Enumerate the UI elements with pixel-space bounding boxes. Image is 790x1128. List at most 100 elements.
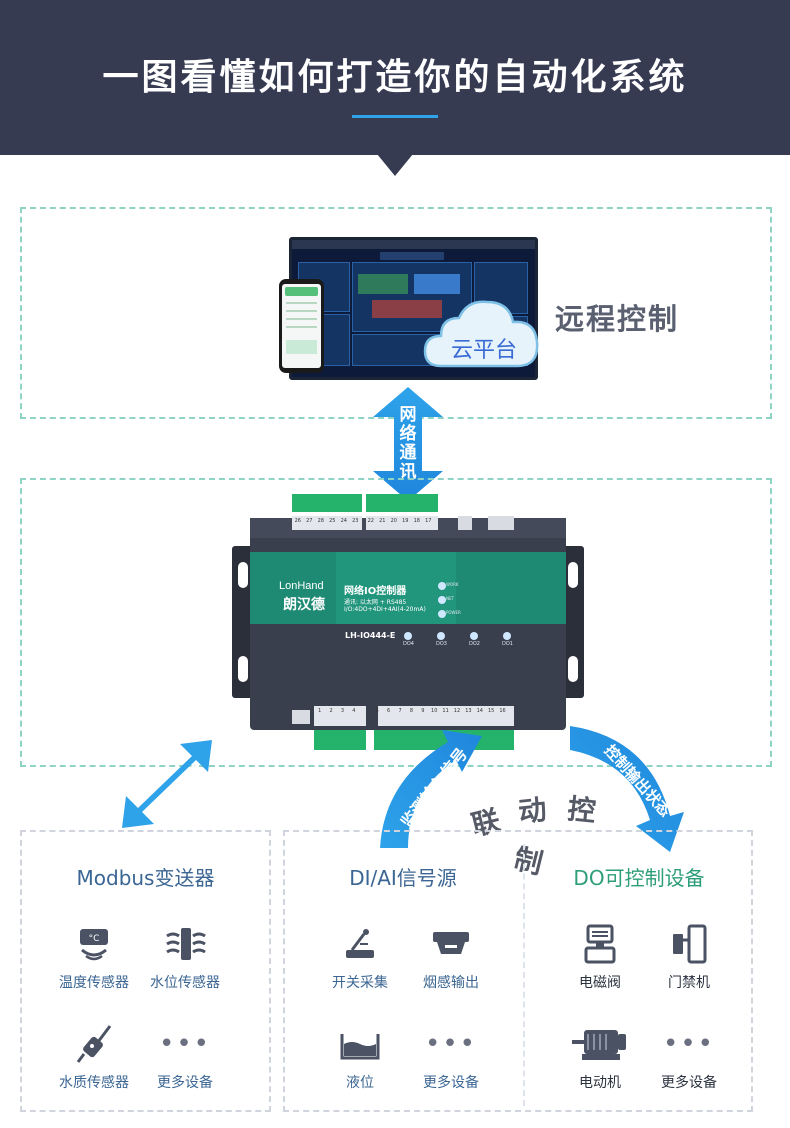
rs485-communication-arrow	[122, 740, 212, 828]
cloud-platform-icon	[423, 300, 539, 368]
water-level-sensor-item: 水位传感器	[137, 922, 233, 992]
more-icon: •••	[158, 1029, 211, 1059]
water-level-sensor-label: 水位传感器	[150, 975, 220, 991]
modbus-section-title: Modbus变送器	[76, 866, 215, 890]
device-spec-line-2: I/O:4DO+4DI+4AI(4-20mA)	[344, 606, 426, 613]
motor-label: 电动机	[579, 1075, 621, 1091]
top-terminal-label: 18	[413, 518, 420, 524]
top-terminal-label: 22	[367, 518, 374, 524]
smoke-detector-item: 烟感输出	[403, 922, 499, 992]
header-banner: 一图看懂如何打造你的自动化系统	[0, 0, 790, 155]
solenoid-valve-icon	[584, 924, 616, 964]
diai-more-label: 更多设备	[423, 1075, 479, 1091]
io-controller-device	[232, 494, 584, 750]
bottom-terminal-label: 13	[465, 708, 472, 714]
device-brand-cn: 朗汉德	[283, 597, 325, 613]
device-brand: LonHand	[279, 580, 324, 592]
remote-control-label: 远程控制	[555, 302, 680, 336]
top-terminal-label: 17	[425, 518, 432, 524]
water-level-sensor-icon	[166, 928, 206, 960]
section-divider	[523, 844, 525, 1106]
signal-flow-arrows	[380, 726, 684, 852]
top-terminal-label: 23	[352, 518, 359, 524]
water-quality-sensor-item: 水质传感器	[46, 1022, 142, 1092]
io-section-box	[283, 830, 753, 1112]
bottom-terminal-label: 10	[431, 708, 438, 714]
liquid-level-label: 液位	[346, 1075, 374, 1091]
indicator-power-label: POWER	[446, 610, 461, 615]
motor-icon	[572, 1030, 626, 1060]
do1-led-label: DO1	[502, 641, 513, 647]
bottom-terminal-label: 16	[499, 708, 506, 714]
bottom-terminal-label: 6	[387, 708, 391, 714]
device-spec-line-1: 通讯: 以太网 + RS485	[344, 599, 407, 606]
thermometer-sensor-icon: °C	[80, 929, 108, 961]
top-terminal-label: 26	[294, 518, 301, 524]
device-product-name: 网络IO控制器	[344, 586, 407, 597]
phone-app-image	[279, 279, 324, 373]
bottom-terminal-label: 9	[421, 708, 425, 714]
water-quality-probe-icon	[76, 1025, 112, 1063]
svg-text:°C: °C	[89, 934, 100, 944]
top-terminal-label: 28	[317, 518, 324, 524]
access-control-icon	[673, 924, 707, 964]
modbus-more-label: 更多设备	[157, 1075, 213, 1091]
access-control-item: 门禁机	[641, 922, 737, 992]
bottom-terminal-label: 14	[476, 708, 483, 714]
smoke-detector-label: 烟感输出	[423, 975, 479, 991]
top-terminal-label: 21	[379, 518, 386, 524]
bottom-terminal-label: 1	[318, 708, 322, 714]
network-arrow-label: 网络通讯	[399, 405, 417, 482]
do-section-title: DO可控制设备	[573, 866, 705, 890]
solenoid-valve-item: 电磁阀	[552, 922, 648, 992]
bottom-terminal-label: 4	[352, 708, 356, 714]
do3-led-label: DO3	[436, 641, 447, 647]
diai-more-item: ••• 更多设备	[403, 1022, 499, 1092]
cloud-label: 云平台	[450, 338, 517, 363]
linkage-char-2: 动	[516, 792, 554, 829]
motor-item: 电动机	[552, 1022, 648, 1092]
do-more-label: 更多设备	[661, 1075, 717, 1091]
temperature-sensor-label: 温度传感器	[59, 975, 129, 991]
switch-input-label: 开关采集	[332, 975, 388, 991]
liquid-level-item: 液位	[312, 1022, 408, 1092]
linkage-char-3: 控	[565, 792, 604, 829]
more-icon: •••	[662, 1029, 715, 1059]
modbus-more-item: ••• 更多设备	[137, 1022, 233, 1092]
top-terminal-label: 27	[306, 518, 313, 524]
switch-input-item: 开关采集	[312, 922, 408, 992]
bottom-terminal-label: 15	[487, 708, 495, 714]
modbus-section-box	[20, 830, 271, 1112]
temperature-sensor-item: °C 温度传感器	[46, 922, 142, 992]
header-pointer	[377, 154, 413, 176]
bottom-terminal-label: 11	[442, 708, 449, 714]
do2-led-label: DO2	[469, 641, 480, 647]
more-icon: •••	[424, 1029, 477, 1059]
device-model: LH-IO444-E	[345, 631, 396, 640]
switch-icon	[346, 929, 374, 958]
do-more-item: ••• 更多设备	[641, 1022, 737, 1092]
bottom-terminal-label: 7	[398, 708, 402, 714]
water-quality-sensor-label: 水质传感器	[59, 1075, 129, 1091]
solenoid-valve-label: 电磁阀	[579, 975, 621, 991]
bottom-terminal-label: 2	[329, 708, 333, 714]
top-terminal-label: 20	[390, 518, 397, 524]
device-section-box	[20, 478, 772, 767]
title-underline	[352, 115, 438, 118]
bottom-terminal-label: 3	[340, 708, 345, 714]
top-terminal-label: 24	[340, 518, 347, 524]
do4-led-label: DO4	[403, 641, 414, 647]
page-title: 一图看懂如何打造你的自动化系统	[102, 57, 688, 98]
indicator-net-label: NET	[446, 596, 454, 601]
bottom-terminal-label: 8	[409, 708, 414, 714]
bottom-terminal-label: 5	[375, 708, 379, 714]
bottom-terminal-label: 12	[453, 708, 461, 714]
network-communication-arrow	[373, 387, 443, 501]
indicator-work-label: WORK	[446, 582, 459, 587]
top-terminal-label: 25	[329, 518, 336, 524]
top-terminal-labels: 26 27 28 25 24 23 22 21 20 19 18 17	[292, 518, 434, 524]
smoke-detector-icon	[433, 932, 469, 954]
diai-section-title: DI/AI信号源	[349, 866, 457, 890]
top-terminal-label: 19	[402, 518, 409, 524]
